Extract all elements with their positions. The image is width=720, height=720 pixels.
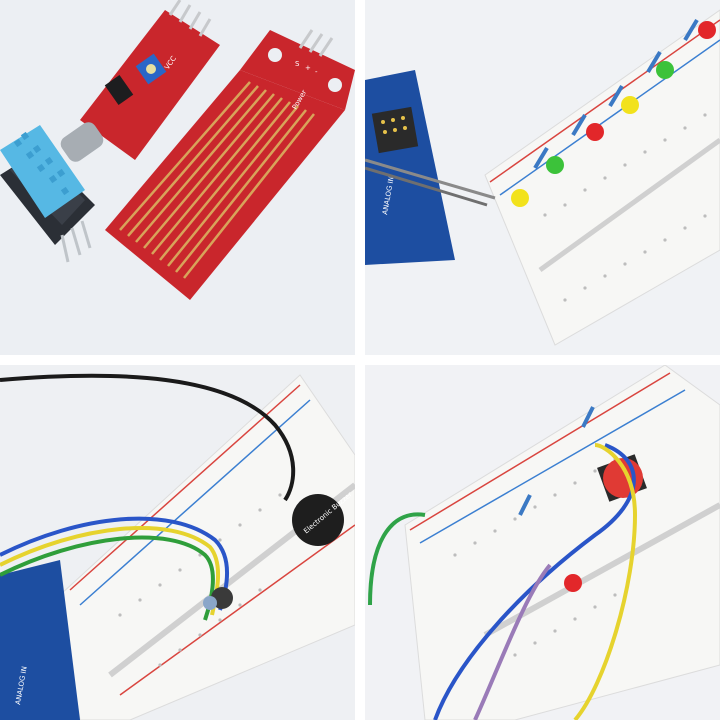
resistors (533, 18, 699, 170)
breadboard (484, 9, 720, 346)
panel-button-led (365, 365, 720, 720)
tweezers (365, 158, 496, 207)
jumper-wires (368, 443, 638, 720)
red-led (564, 574, 582, 592)
water-pin-s: S (295, 60, 300, 68)
arduino-board: ANALOG IN (365, 70, 455, 265)
panel-buzzer-ir: ANALOG IN Electronic Buzzer (0, 365, 355, 720)
water-pin-plus: + (305, 64, 311, 72)
ir-sensor (203, 587, 233, 610)
water-level-sensor: S + - Power (105, 29, 355, 300)
breadboard (404, 365, 720, 720)
panel-traffic-leds: ANALOG IN (365, 0, 720, 355)
panel-sensors: VCC (0, 0, 355, 355)
arduino-board: ANALOG IN (0, 560, 80, 720)
resistor (518, 494, 532, 516)
led-row (511, 21, 716, 207)
sound-sensor-module: VCC (60, 0, 220, 162)
jumper-wires (0, 373, 296, 621)
resistor (581, 406, 595, 428)
water-pin-minus: - (315, 68, 318, 76)
dht11-sensor (0, 125, 95, 263)
